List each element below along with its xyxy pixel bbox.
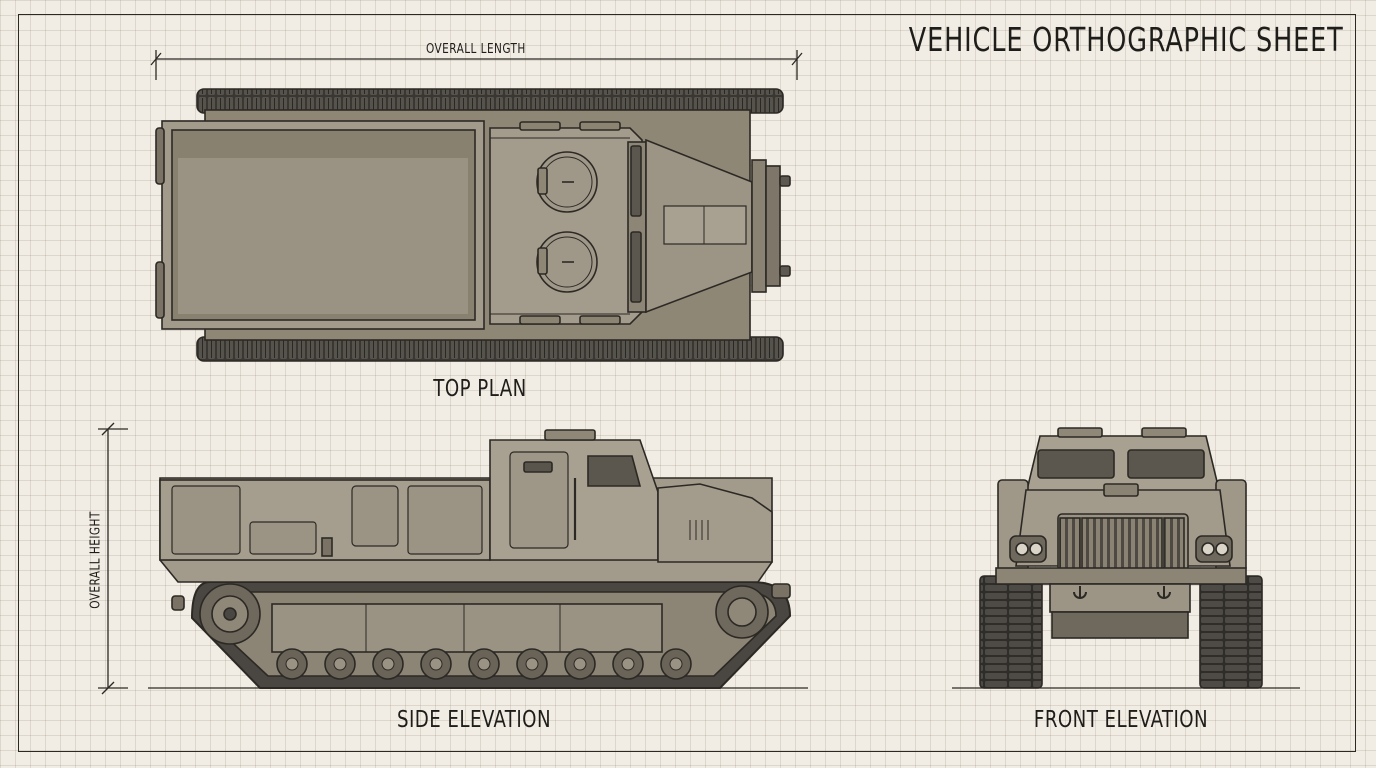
top-plan-label: TOP PLAN <box>433 376 527 402</box>
headlight-right <box>1195 535 1233 563</box>
top-plan-view <box>155 88 791 362</box>
side-window <box>587 455 642 487</box>
front-window-left <box>1037 449 1115 479</box>
roof-hatch-rear <box>536 231 598 293</box>
roof-hatch-front <box>536 151 598 213</box>
side-door <box>509 451 569 549</box>
front-track-right <box>1199 575 1263 689</box>
front-elevation-view <box>952 427 1300 689</box>
side-elevation-label: SIDE ELEVATION <box>396 707 552 733</box>
sheet-border <box>18 14 1356 752</box>
front-window-right <box>1127 449 1205 479</box>
sheet-title: VEHICLE ORTHOGRAPHIC SHEET <box>909 20 1344 59</box>
front-track-left <box>979 575 1043 689</box>
road-wheels <box>276 648 692 680</box>
headlight-left <box>1009 535 1047 563</box>
overall-height-label: OVERALL HEIGHT <box>88 511 104 609</box>
overall-length-dimension <box>150 50 803 80</box>
front-bumper <box>995 567 1247 585</box>
overall-height-dimension <box>98 422 128 695</box>
overall-length-label: OVERALL LENGTH <box>426 42 526 57</box>
front-elevation-label: FRONT ELEVATION <box>1033 707 1209 733</box>
side-elevation-view <box>148 429 808 689</box>
side-engine-bay <box>657 483 773 563</box>
